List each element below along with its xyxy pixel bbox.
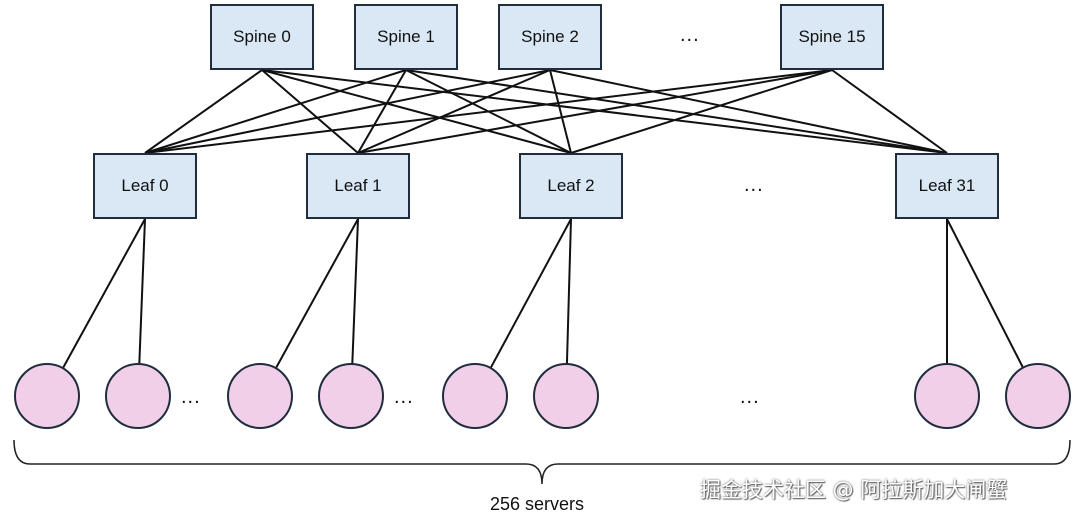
server-ellipsis-3: ... (740, 386, 760, 408)
spine-2-label: Spine 2 (521, 27, 579, 46)
spine-leaf-link (144, 69, 551, 154)
spine-leaf-link (144, 69, 263, 154)
spine-leaf-link (831, 69, 948, 154)
leaf-1-label: Leaf 1 (334, 176, 382, 195)
server-node (227, 363, 293, 429)
servers-brace (13, 439, 1071, 485)
leaf-server-link (489, 218, 572, 369)
leaf-31-label: Leaf 31 (918, 176, 976, 195)
spine-0-label: Spine 0 (233, 27, 291, 46)
server-node (914, 363, 980, 429)
spine-15-label: Spine 15 (798, 27, 866, 46)
leaf-server-link (62, 218, 146, 369)
server-node (105, 363, 171, 429)
leaf-server-link (946, 218, 1024, 369)
spine-15-box: Spine 15 (780, 4, 884, 70)
spine-1-box: Spine 1 (354, 4, 458, 70)
spine-leaf-link (549, 69, 948, 154)
spine-leaf-link (261, 69, 572, 154)
spine-leaf-link (261, 69, 359, 154)
spine-leaf-link (144, 69, 833, 154)
spine-ellipsis: ... (680, 24, 700, 46)
spine-0-box: Spine 0 (210, 4, 314, 70)
spine-leaf-link (261, 69, 948, 154)
server-node (318, 363, 384, 429)
spine-leaf-link (405, 69, 948, 154)
leaf-2-box: Leaf 2 (519, 153, 623, 219)
server-node (533, 363, 599, 429)
leaf-0-box: Leaf 0 (93, 153, 197, 219)
spine-leaf-link (357, 69, 833, 154)
servers-caption: 256 servers (490, 494, 585, 514)
leaf-server-link (275, 218, 359, 369)
watermark-text: 掘金技术社区 @ 阿拉斯加大闸蟹 (700, 478, 1008, 502)
server-node (442, 363, 508, 429)
leaf-server-link (351, 218, 359, 365)
leaf-ellipsis: ... (744, 174, 764, 196)
spine-1-label: Spine 1 (377, 27, 435, 46)
leaf-server-link (138, 218, 146, 365)
spine-leaf-link (357, 69, 551, 154)
leaf-2-label: Leaf 2 (547, 176, 595, 195)
server-node (1005, 363, 1071, 429)
server-node (14, 363, 80, 429)
spine-2-box: Spine 2 (498, 4, 602, 70)
spine-leaf-link (357, 69, 407, 154)
spine-leaf-link (144, 69, 407, 154)
server-ellipsis-2: ... (394, 386, 414, 408)
spine-leaf-link (549, 69, 572, 154)
leaf-server-link (565, 218, 572, 365)
server-ellipsis-1: ... (181, 386, 201, 408)
leaf-31-box: Leaf 31 (895, 153, 999, 219)
spine-leaf-link (570, 69, 833, 154)
leaf-1-box: Leaf 1 (306, 153, 410, 219)
leaf-0-label: Leaf 0 (121, 176, 169, 195)
